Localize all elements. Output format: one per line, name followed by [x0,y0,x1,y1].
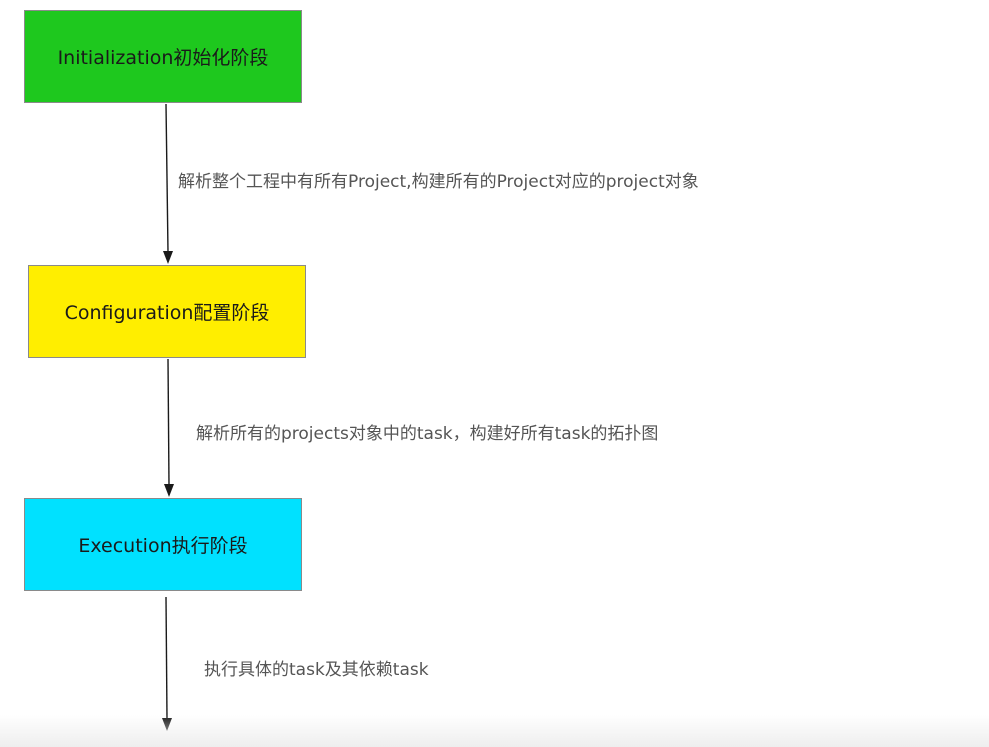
configuration-stage-label: Configuration配置阶段 [64,302,270,324]
bottom-fade [0,715,989,747]
configuration-stage-box: Configuration配置阶段 [28,265,306,358]
initialization-stage-label: Initialization初始化阶段 [57,47,269,69]
arrow-exec-to-next [162,596,172,731]
execution-stage-label: Execution执行阶段 [78,535,248,557]
arrow-init-to-config [163,103,173,264]
execution-stage-box: Execution执行阶段 [24,498,302,591]
transition-label-build-task-graph: 解析所有的projects对象中的task，构建好所有task的拓扑图 [196,424,659,444]
transition-label-parse-projects: 解析整个工程中有所有Project,构建所有的Project对应的project… [178,172,699,192]
arrow-config-to-exec [164,358,174,497]
transition-label-execute-tasks: 执行具体的task及其依赖task [204,660,429,680]
initialization-stage-box: Initialization初始化阶段 [24,10,302,103]
